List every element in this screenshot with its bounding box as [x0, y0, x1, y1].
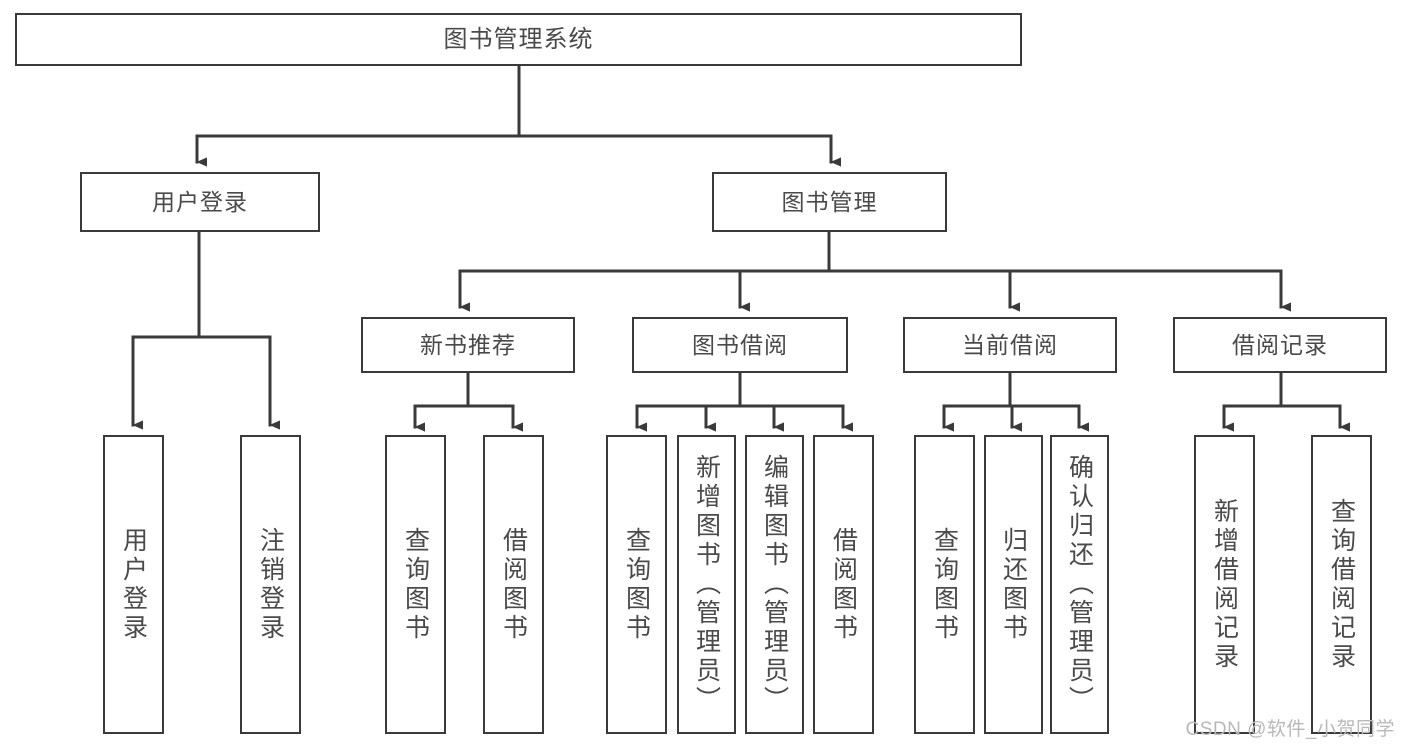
node-label: 查询借阅记录	[1327, 497, 1356, 672]
node-label: 确认归还（管理员）	[1065, 454, 1094, 715]
node-label: 编辑图书（管理员）	[760, 454, 789, 715]
node-label: 借阅图书	[829, 526, 858, 643]
node-root-book-management-system[interactable]: 图书管理系统	[15, 13, 1022, 66]
node-current-borrow[interactable]: 当前借阅	[903, 317, 1117, 373]
leaf-new-book-query-book[interactable]: 查询图书	[385, 435, 446, 734]
node-label: 图书管理系统	[443, 25, 594, 53]
node-label: 当前借阅	[962, 331, 1058, 358]
node-user-login[interactable]: 用户登录	[80, 172, 320, 232]
node-label: 查询图书	[401, 526, 430, 643]
node-label: 查询图书	[930, 526, 959, 643]
leaf-book-borrow-add-book-admin[interactable]: 新增图书（管理员）	[677, 435, 736, 734]
leaf-book-borrow-borrow-book[interactable]: 借阅图书	[813, 435, 874, 734]
node-label: 查询图书	[622, 526, 651, 643]
leaf-user-login-logout[interactable]: 注销登录	[240, 435, 301, 734]
leaf-book-borrow-query-book[interactable]: 查询图书	[606, 435, 667, 734]
node-label: 图书管理	[781, 188, 878, 215]
leaf-current-borrow-query-book[interactable]: 查询图书	[914, 435, 975, 734]
node-book-borrow[interactable]: 图书借阅	[632, 317, 848, 373]
leaf-new-book-borrow-book[interactable]: 借阅图书	[483, 435, 544, 734]
node-label: 用户登录	[152, 188, 248, 215]
node-label: 归还图书	[999, 526, 1028, 643]
node-label: 借阅记录	[1232, 331, 1328, 358]
node-label: 图书借阅	[692, 331, 788, 358]
node-label: 注销登录	[256, 526, 285, 643]
leaf-user-login-login[interactable]: 用户登录	[103, 435, 164, 734]
node-new-book-recommend[interactable]: 新书推荐	[361, 317, 575, 373]
node-label: 新书推荐	[420, 331, 516, 358]
node-borrow-record[interactable]: 借阅记录	[1173, 317, 1387, 373]
node-label: 用户登录	[119, 526, 148, 643]
leaf-borrow-record-add-record[interactable]: 新增借阅记录	[1194, 435, 1255, 734]
node-label: 新增借阅记录	[1210, 497, 1239, 672]
node-label: 新增图书（管理员）	[692, 454, 721, 715]
leaf-book-borrow-edit-book-admin[interactable]: 编辑图书（管理员）	[745, 435, 804, 734]
node-label: 借阅图书	[499, 526, 528, 643]
node-book-management[interactable]: 图书管理	[712, 172, 947, 232]
leaf-current-borrow-confirm-return-admin[interactable]: 确认归还（管理员）	[1050, 435, 1109, 734]
leaf-current-borrow-return-book[interactable]: 归还图书	[984, 435, 1043, 734]
csdn-watermark: CSDN @软件_小贺同学	[1185, 719, 1395, 740]
leaf-borrow-record-query-record[interactable]: 查询借阅记录	[1311, 435, 1372, 734]
